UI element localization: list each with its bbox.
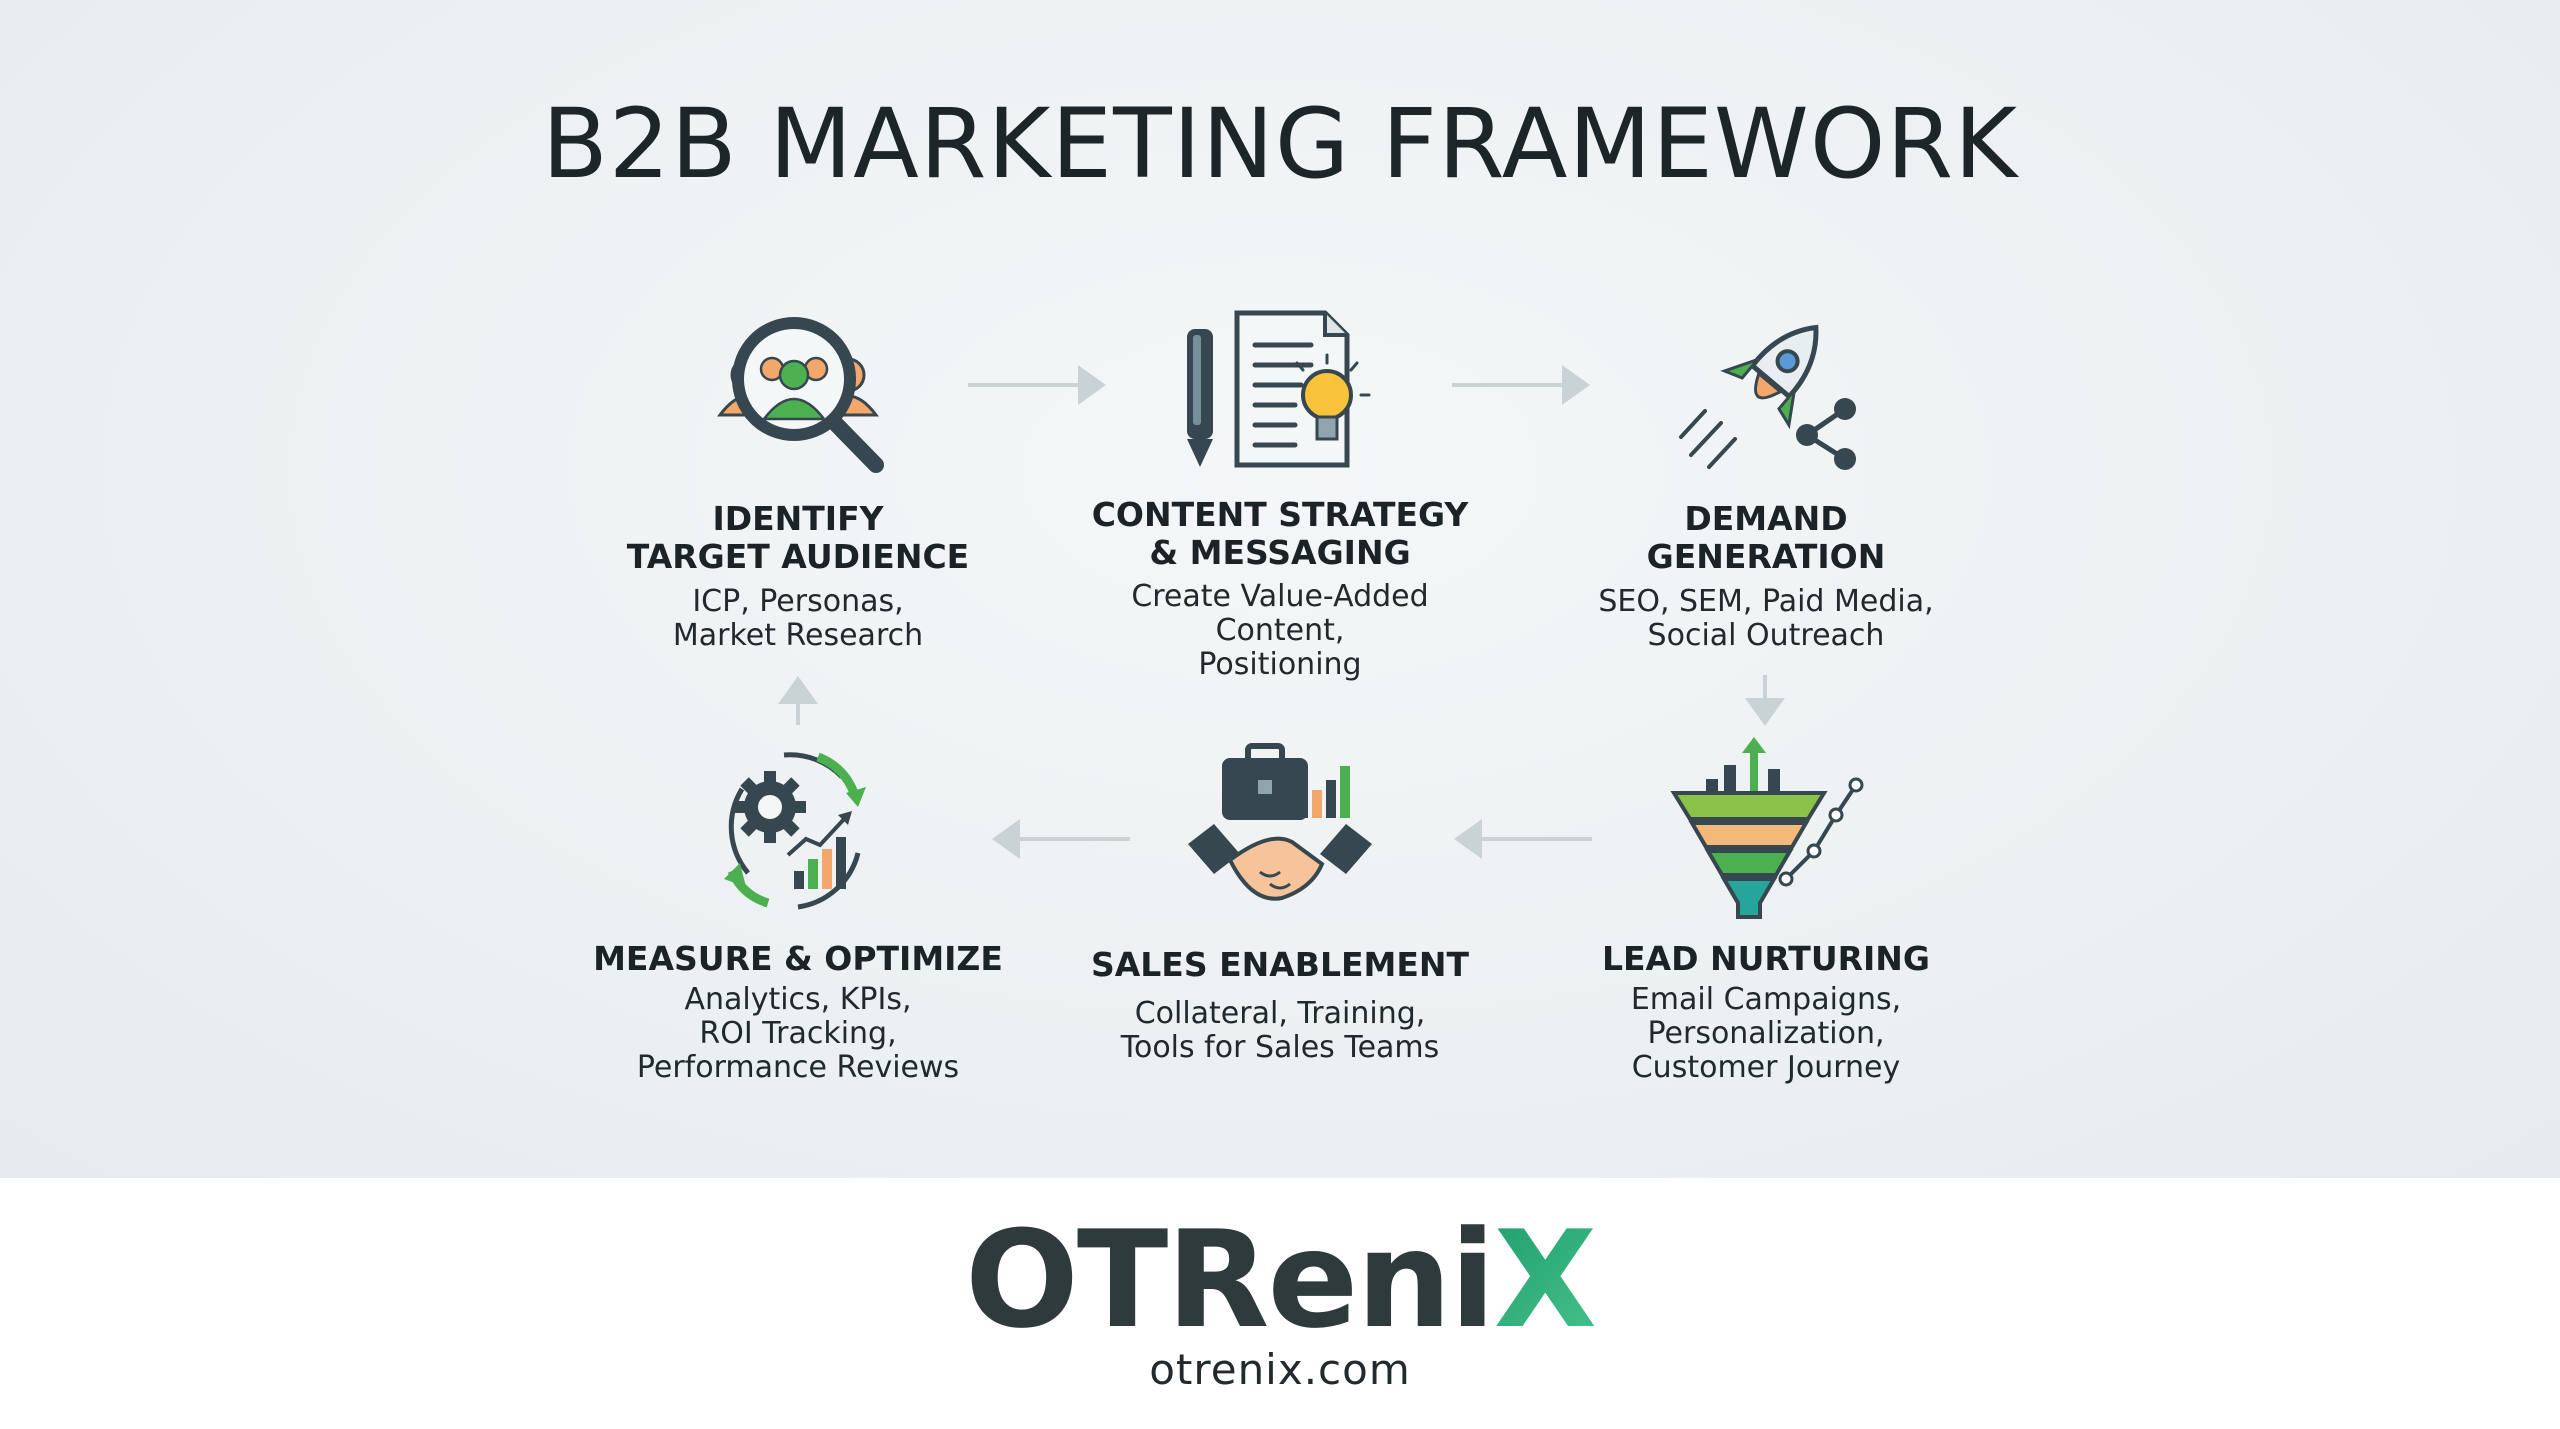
brand-logo: OTReniX [0, 1205, 2560, 1355]
gear-cycle-chart-icon [724, 752, 866, 910]
step-description: SEO, SEM, Paid Media, Social Outreach [1598, 584, 1934, 653]
brand-name-main: OTReni [964, 1202, 1496, 1358]
brand-footer-background [0, 1178, 2560, 1429]
step-title: CONTENT STRATEGY & MESSAGING [1091, 495, 1469, 572]
step-title: SALES ENABLEMENT [1090, 945, 1470, 984]
step-description: Email Campaigns, Personalization, Custom… [1630, 982, 1902, 1085]
document-pen-lightbulb-icon [1187, 310, 1371, 468]
step-title: LEAD NURTURING [1601, 939, 1931, 978]
briefcase-handshake-icon [1188, 743, 1372, 901]
step-content-strategy: CONTENT STRATEGY & MESSAGING Create Valu… [1060, 300, 1500, 700]
step-description: Create Value-Added Content, Positioning [1131, 579, 1429, 682]
flow-arrows [778, 365, 1785, 859]
step-description: Collateral, Training, Tools for Sales Te… [1120, 996, 1440, 1065]
step-title: IDENTIFY TARGET AUDIENCE [626, 499, 970, 576]
step-title: MEASURE & OPTIMIZE [593, 939, 1003, 978]
funnel-growth-icon [1670, 737, 1864, 919]
step-description: Analytics, KPIs, ROI Tracking, Performan… [636, 982, 960, 1085]
page-title: B2B MARKETING FRAMEWORK [541, 88, 2019, 200]
step-description: ICP, Personas, Market Research [672, 584, 924, 653]
brand-name-accent: X [1493, 1202, 1597, 1358]
diagram-background [0, 0, 2560, 1178]
step-measure-optimize: MEASURE & OPTIMIZE Analytics, KPIs, ROI … [578, 735, 1018, 1095]
step-title: DEMAND GENERATION [1646, 499, 1886, 576]
magnifier-audience-icon [717, 317, 884, 473]
step-sales-enablement: SALES ENABLEMENT Collateral, Training, T… [1060, 735, 1500, 1095]
brand-url[interactable]: otrenix.com [1149, 1345, 1411, 1394]
step-lead-nurturing: LEAD NURTURING Email Campaigns, Personal… [1546, 735, 1986, 1095]
step-identify-target-audience: IDENTIFY TARGET AUDIENCE ICP, Personas, … [578, 300, 1018, 670]
step-demand-generation: DEMAND GENERATION SEO, SEM, Paid Media, … [1546, 300, 1986, 670]
rocket-share-icon [1679, 324, 1856, 470]
